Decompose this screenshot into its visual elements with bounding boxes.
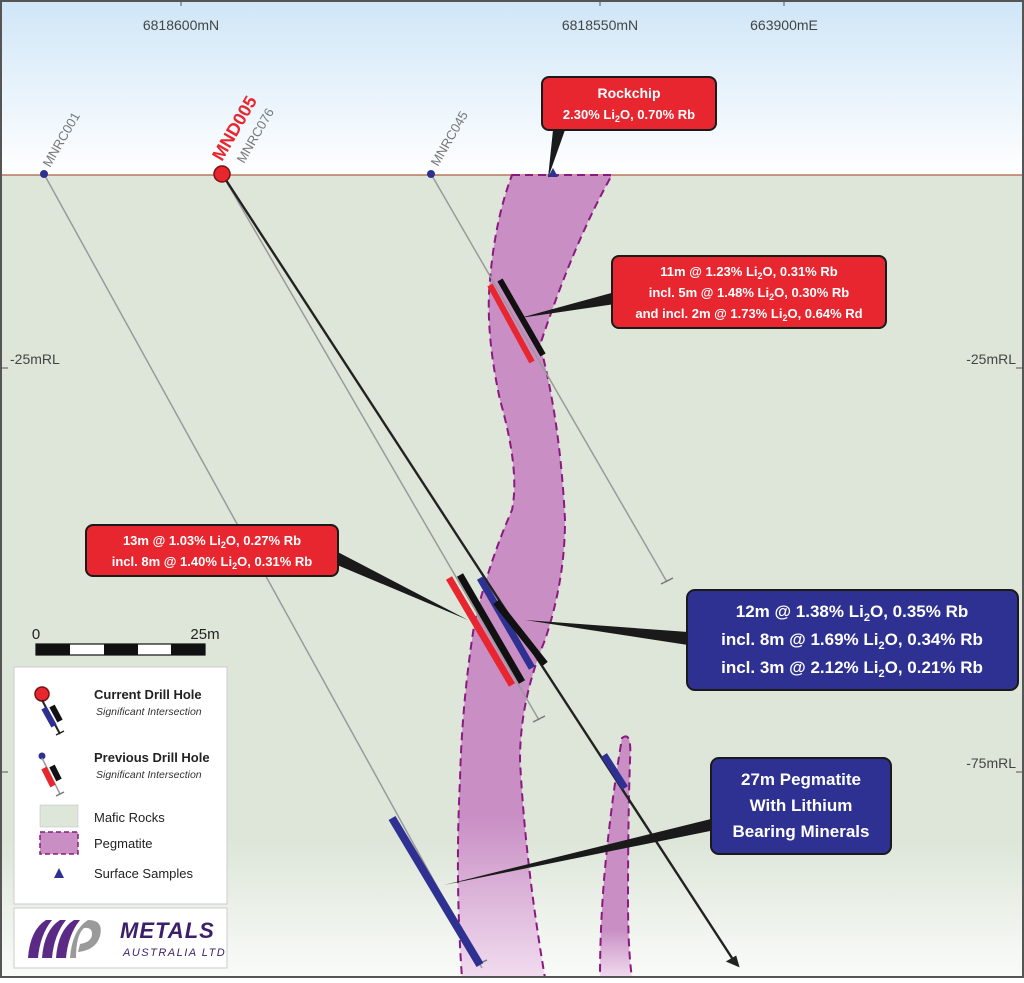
blue-line2: incl. 8m @ 1.69% Li2O, 0.34% Rb bbox=[721, 630, 983, 652]
legend-current-black-icon bbox=[49, 704, 63, 723]
rockchip-line1: 2.30% Li2O, 0.70% Rb bbox=[563, 107, 695, 124]
end-mnrc045 bbox=[660, 577, 674, 585]
scale-start-label: 0 bbox=[32, 626, 40, 643]
surface-sample-marker bbox=[548, 168, 558, 177]
rockchip-title: Rockchip bbox=[597, 85, 660, 101]
pegmatite-line3: Bearing Minerals bbox=[733, 822, 870, 841]
legend-previous-sub: Significant Intersection bbox=[96, 769, 202, 781]
blue-line1: 12m @ 1.38% Li2O, 0.35% Rb bbox=[736, 602, 968, 624]
intersection-mnrc001-blue bbox=[388, 815, 484, 968]
legend-current-collar-icon bbox=[34, 686, 50, 702]
logo-sub: AUSTRALIA LTD bbox=[122, 947, 226, 959]
callout-middle-intersection: 13m @ 1.03% Li2O, 0.27% Rb incl. 8m @ 1.… bbox=[85, 524, 339, 577]
end-mnrc076 bbox=[532, 715, 546, 723]
legend-pegmatite-label: Pegmatite bbox=[94, 836, 153, 851]
collar-mnd005 bbox=[213, 165, 231, 183]
sky-area bbox=[0, 0, 1024, 175]
scale-end-label: 25m bbox=[190, 626, 219, 643]
legend-current-sub: Significant Intersection bbox=[96, 706, 202, 718]
intersection-mnd005-black bbox=[493, 599, 548, 667]
legend-pegmatite-swatch bbox=[39, 831, 79, 855]
callout-blue-intersection: 12m @ 1.38% Li2O, 0.35% Rb incl. 8m @ 1.… bbox=[686, 589, 1019, 691]
pegmatite-line2: With Lithium bbox=[750, 796, 853, 815]
company-logo: METALS AUSTRALIA LTD bbox=[13, 907, 228, 969]
collar-mnrc045 bbox=[427, 170, 435, 178]
intersection-mnrc045-black bbox=[497, 278, 546, 357]
legend-previous-title: Previous Drill Hole bbox=[94, 750, 210, 765]
intersection-mnd005-lower bbox=[601, 753, 628, 790]
rl-label-left: -25mRL bbox=[10, 351, 60, 367]
callout-rockchip: Rockchip 2.30% Li2O, 0.70% Rb bbox=[541, 76, 717, 131]
pegmatite-line1: 27m Pegmatite bbox=[741, 770, 861, 789]
intersection-mnrc076-red bbox=[445, 576, 516, 687]
legend-current-intersection-icon bbox=[41, 706, 57, 728]
pegmatite-main-body bbox=[456, 174, 614, 979]
legend-surface-sample-icon bbox=[54, 868, 64, 878]
legend-previous-collar-icon bbox=[38, 752, 46, 760]
intersection-mnd005-blue bbox=[476, 576, 536, 670]
trace-mnd005 bbox=[220, 173, 734, 959]
rl-label-lower-right: -75mRL bbox=[966, 755, 1016, 771]
collar-mnrc001 bbox=[40, 170, 48, 178]
mnd005-arrow-head bbox=[725, 955, 740, 968]
legend-current-title: Current Drill Hole bbox=[94, 687, 202, 702]
upper-line1: 11m @ 1.23% Li2O, 0.31% Rb bbox=[660, 264, 837, 281]
leader-pegmatite bbox=[444, 818, 715, 885]
leader-middle bbox=[330, 548, 468, 620]
logo-name: METALS bbox=[120, 918, 215, 943]
legend: Current Drill Hole Significant Intersect… bbox=[13, 666, 228, 905]
legend-previous-black-icon bbox=[49, 764, 62, 782]
rl-label-right: -25mRL bbox=[966, 351, 1016, 367]
middle-line1: 13m @ 1.03% Li2O, 0.27% Rb bbox=[123, 533, 301, 550]
trace-mnrc076 bbox=[221, 173, 540, 721]
legend-surface-label: Surface Samples bbox=[94, 866, 193, 881]
intersection-mnrc045-red bbox=[487, 283, 535, 364]
easting-label: 663900mE bbox=[750, 17, 818, 33]
legend-mafic-swatch bbox=[39, 804, 79, 828]
northing-label-right: 6818550mN bbox=[562, 17, 638, 33]
legend-previous-intersection-icon bbox=[41, 766, 56, 788]
leader-blue bbox=[525, 620, 688, 645]
northing-label-left: 6818600mN bbox=[143, 17, 219, 33]
scale-bar: 0 25m bbox=[32, 626, 220, 656]
upper-line3: and incl. 2m @ 1.73% Li2O, 0.64% Rd bbox=[635, 306, 862, 323]
legend-mafic-label: Mafic Rocks bbox=[94, 810, 165, 825]
callout-upper-intersection: 11m @ 1.23% Li2O, 0.31% Rb incl. 5m @ 1.… bbox=[611, 255, 887, 329]
upper-line2: incl. 5m @ 1.48% Li2O, 0.30% Rb bbox=[649, 285, 850, 302]
leader-upper bbox=[520, 292, 615, 318]
blue-line3: incl. 3m @ 2.12% Li2O, 0.21% Rb bbox=[721, 658, 983, 680]
callout-pegmatite: 27m Pegmatite With Lithium Bearing Miner… bbox=[710, 757, 892, 855]
leader-rockchip bbox=[548, 130, 565, 178]
middle-line2: incl. 8m @ 1.40% Li2O, 0.31% Rb bbox=[112, 554, 313, 571]
logo-mark-icon bbox=[28, 920, 101, 958]
intersection-mnrc076-black bbox=[456, 573, 526, 684]
trace-mnrc045 bbox=[430, 173, 668, 583]
